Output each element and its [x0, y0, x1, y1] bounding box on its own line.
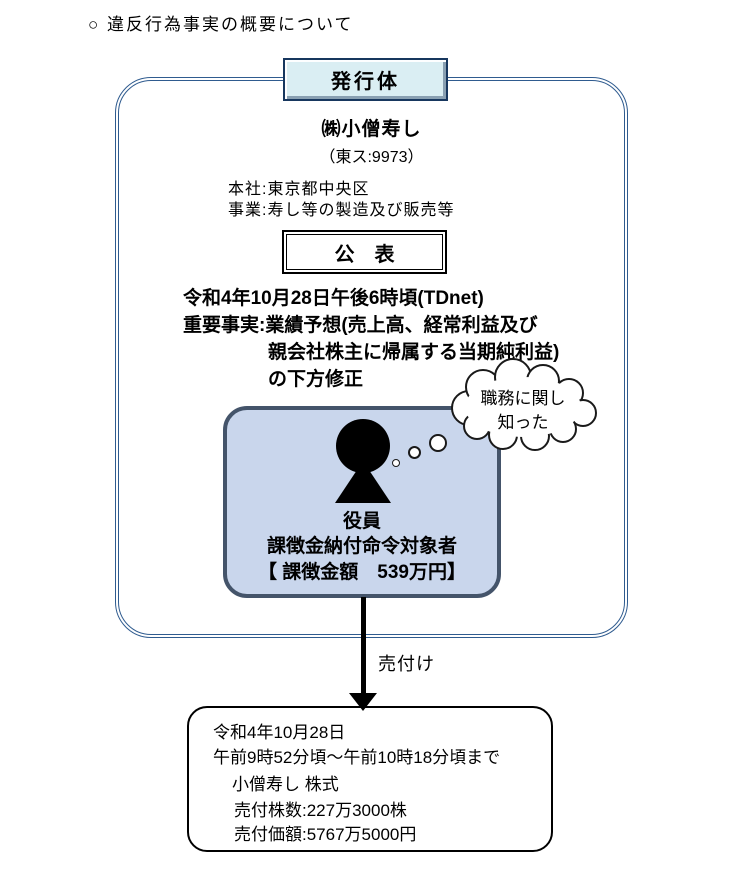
- thought-text-line1: 職務に関し: [481, 389, 566, 408]
- thought-bubble-medium-icon: [408, 446, 421, 459]
- page-title: ○ 違反行為事実の概要について: [88, 15, 354, 34]
- announcement-fact-line2: 親会社株主に帰属する当期純利益): [268, 342, 560, 363]
- insider-designation: 課徴金納付命令対象者: [266, 536, 457, 557]
- sale-date: 令和4年10月28日: [213, 723, 346, 742]
- sale-value: 売付価額:5767万5000円: [234, 825, 417, 844]
- announcement-header-box: 公 表: [282, 230, 447, 274]
- announcement-fact-line1: 重要事実:業績予想(売上高、経常利益及び: [183, 315, 538, 336]
- company-business: 事業:寿し等の製造及び販売等: [228, 202, 455, 219]
- thought-bubble-large-icon: [429, 434, 447, 452]
- sale-time-range: 午前9時52分頃～午前10時18分頃まで: [213, 748, 501, 767]
- sale-shares-sold: 売付株数:227万3000株: [234, 801, 407, 820]
- thought-cloud-icon: 職務に関し 知った: [451, 358, 597, 451]
- sale-arrow-shaft: [361, 597, 366, 694]
- sale-detail-box: [187, 706, 553, 852]
- sale-stock-name: 小僧寿し 株式: [232, 775, 339, 794]
- insider-role: 役員: [342, 511, 381, 532]
- company-name: ㈱小僧寿し: [321, 119, 422, 140]
- insider-penalty-amount: 【 課徴金額 539万円】: [258, 562, 466, 583]
- person-silhouette-icon: [335, 419, 391, 503]
- thought-text-line2: 知った: [498, 413, 549, 432]
- issuer-header-box: 発行体: [283, 58, 448, 101]
- thought-bubble-small-icon: [392, 459, 400, 467]
- sale-arrow-head-icon: [349, 693, 377, 711]
- sale-arrow-label: 売付け: [378, 654, 435, 674]
- company-ticker: （東ス:9973）: [319, 149, 424, 166]
- announcement-datetime: 令和4年10月28日午後6時頃(TDnet): [183, 288, 484, 309]
- company-headquarters: 本社:東京都中央区: [228, 181, 370, 198]
- announcement-fact-line3: の下方修正: [268, 369, 364, 390]
